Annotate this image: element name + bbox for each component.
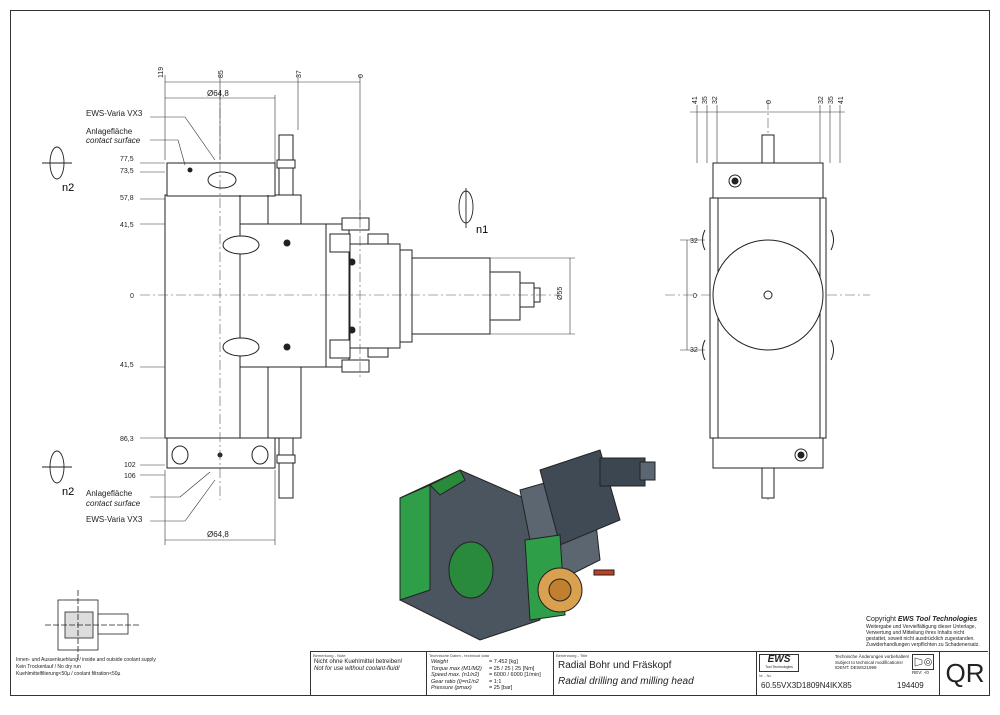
dia-bottom: Ø64,8	[207, 530, 229, 539]
dim-41-5-top: 41,5	[120, 222, 134, 229]
dia-top: Ø64,8	[207, 89, 229, 98]
title-en: Radial drilling and milling head	[558, 676, 694, 687]
dim-106: 106	[124, 473, 136, 480]
side-dim-35-r: 35	[828, 96, 835, 104]
ews-logo: EWS Tool Technologies	[759, 654, 799, 672]
changes-note: Technische Änderungen vorbehalten! Subje…	[835, 654, 910, 670]
ident: IDENT: DEWS21999	[835, 665, 877, 670]
dim-37: 37	[296, 70, 303, 78]
copyright-line-4: Zuwiderhandlungen verpflichten zu Schade…	[866, 642, 980, 648]
dia-shaft: Ø55	[557, 287, 564, 300]
side-dim-41-l: 41	[692, 96, 699, 104]
label-anlage-top: Anlagefläche	[86, 127, 133, 136]
coolant-line-3: Kuehlmittelfilterung<50µ / coolant filtr…	[16, 671, 121, 677]
copyright-prefix: Copyright	[866, 616, 898, 623]
nr-header: Nr. - No.	[759, 674, 773, 678]
dim-41-5-bottom: 41,5	[120, 362, 134, 369]
copyright-block: Copyright EWS Tool Technologies Weiterga…	[866, 615, 984, 648]
label-ews-bottom: EWS-Varia VX3	[86, 515, 143, 524]
dim-0-top: 0	[358, 74, 365, 78]
coolant-line-1: Innen- und Aussenkuehlung / inside and o…	[16, 657, 156, 663]
label-n2-top: n2	[62, 182, 74, 194]
side-dim-32-bottom: 32	[690, 347, 698, 354]
drawing-frame	[10, 10, 990, 696]
projection-symbol	[912, 654, 934, 670]
copyright-line-2: Verwertung und Mitteilung ihres Inhalts …	[866, 630, 965, 636]
label-n2-bottom: n2	[62, 486, 74, 498]
part-no: 60.55VX3D1809N4IKX85	[761, 681, 852, 690]
tech-row: Weight= 7.452 [kg]	[431, 659, 518, 665]
label-contact-bottom: contact surface	[86, 499, 141, 508]
tech-row: Speed max. (n1/n2)= 6000 / 6000 [1/min]	[431, 672, 541, 678]
name-header: Benennung - Title	[556, 653, 588, 658]
label-anlage-bottom: Anlagefläche	[86, 489, 133, 498]
side-dim-32-r: 32	[818, 96, 825, 104]
tech-row: Gear ratio (i)=n1/n2= 1:1	[431, 678, 502, 685]
iso-view	[399, 449, 656, 641]
label-n1: n1	[476, 224, 488, 236]
side-dim-0-mid: 0	[693, 293, 697, 300]
coolant-note: Innen- und Aussenkuehlung / inside and o…	[16, 657, 156, 678]
remark-de: Nicht ohne Kuehlmittel betreiben!	[314, 659, 403, 665]
copyright-line-1: Weitergabe und Vervielfältigung dieser U…	[866, 624, 976, 630]
dim-85: 85	[218, 70, 225, 78]
tech-row: Torque max (M1/M2)= 25 / 25 | 25 [Nm]	[431, 665, 535, 672]
dim-86-3: 86,3	[120, 436, 134, 443]
side-dim-41-r: 41	[838, 96, 845, 104]
qr-mark: QR	[939, 652, 990, 695]
dim-73-5: 73,5	[120, 168, 134, 175]
remark-cell: Bemerkung - Note Nicht ohne Kuehlmittel …	[310, 652, 427, 695]
copyright-brand: EWS Tool Technologies	[897, 616, 978, 623]
dim-0-left: 0	[130, 293, 134, 300]
schematic	[45, 590, 140, 660]
remark-header: Bemerkung - Note	[313, 653, 346, 658]
side-dim-35-l: 35	[702, 96, 709, 104]
tech-data-cell: Technische Daten - technical data Weight…	[426, 652, 554, 695]
side-dim-0: 0	[766, 100, 773, 104]
tech-header: Technische Daten - technical data	[429, 653, 490, 658]
title-block: Bemerkung - Note Nicht ohne Kuehlmittel …	[310, 651, 988, 695]
side-dim-32-top: 32	[690, 238, 698, 245]
coolant-line-2: Kein Trockenlauf / No dry run	[16, 664, 81, 670]
dim-57-8: 57,8	[120, 195, 134, 202]
title-de: Radial Bohr und Fräskopf	[558, 660, 672, 671]
rev: REV: -/0	[912, 670, 929, 675]
side-dim-32-l: 32	[712, 96, 719, 104]
label-ews-top: EWS-Varia VX3	[86, 109, 143, 118]
tech-row: Pressure (pmax)= 25 [bar]	[431, 685, 513, 691]
dim-77-5: 77,5	[120, 156, 134, 163]
remark-en: Not for use without coolant-fluid!	[314, 666, 400, 672]
label-contact-top: contact surface	[86, 136, 141, 145]
info-cell: EWS Tool Technologies Technische Änderun…	[756, 652, 989, 695]
title-cell: Benennung - Title Radial Bohr und Fräsko…	[553, 652, 757, 695]
copyright-line-3: gestattet, soweit nicht ausdrücklich zug…	[866, 636, 975, 642]
dim-119: 119	[158, 67, 165, 78]
sheet-no: 194409	[897, 681, 924, 690]
dim-102: 102	[124, 462, 136, 469]
